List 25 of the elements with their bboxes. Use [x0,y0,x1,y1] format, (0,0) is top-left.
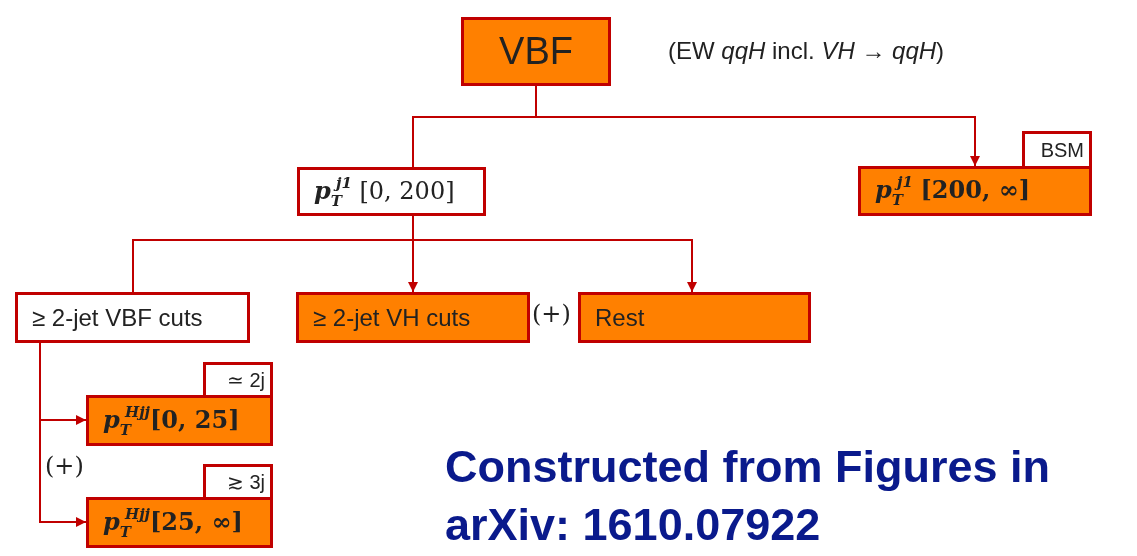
annotation-text: (EW qqH incl. VH → qqH) [668,37,945,65]
node-label: p$_{T}$$^{j1}$ [200, ∞] [875,173,1030,209]
plus-label: (+) [45,452,84,480]
process-box [86,497,273,548]
node-label: VBF [499,30,573,73]
process-box [86,395,273,446]
tag-label: BSM [1022,131,1092,166]
connector-arrow [412,215,697,293]
node-label: Rest [595,303,645,332]
process-box [15,292,250,343]
tag-label: ≃ 2j [203,362,273,395]
node-label: ≥ 2-jet VBF cuts [32,303,203,332]
node-label: p$_{T}$$^{Hjj}$[0, 25] [103,402,240,439]
process-box [296,292,530,343]
node-label: p$_{T}$$^{Hjj}$[25, ∞] [103,504,243,541]
process-box [297,167,486,216]
node-label: p$_{T}$$^{j1}$ [0, 200] [314,173,455,210]
connector-arrow [39,342,87,527]
plus-label: (+) [532,300,571,328]
node-label: ≥ 2-jet VH cuts [313,303,471,332]
process-box [461,17,611,86]
process-box [578,292,811,343]
process-box [858,166,1092,216]
caption-text: Constructed from Figures in arXiv: 1610.07922 [445,440,1052,552]
tag-label: ≳ 3j [203,464,273,497]
